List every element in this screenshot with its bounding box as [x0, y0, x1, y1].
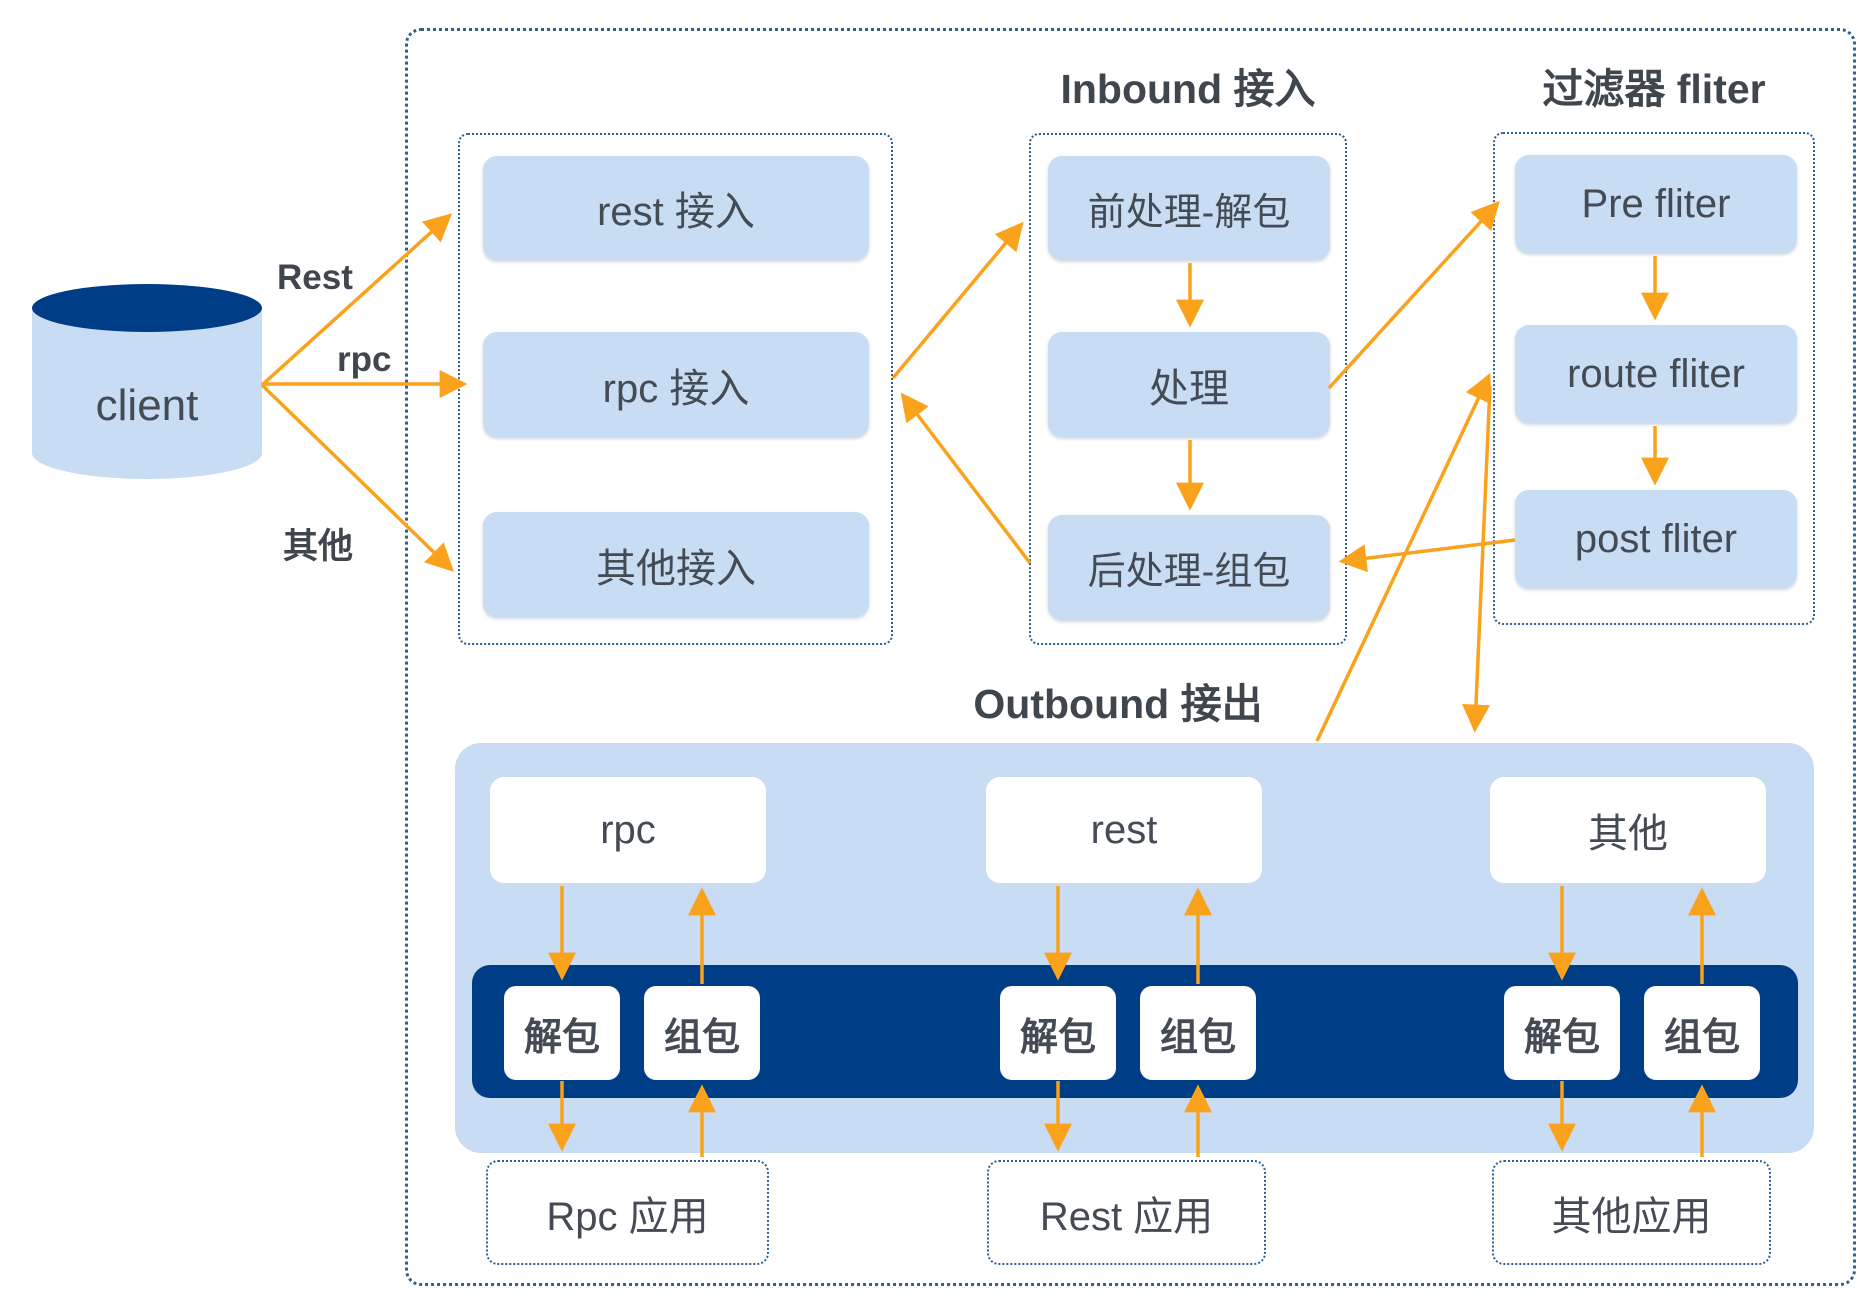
gateway-outer-container	[405, 28, 1856, 1286]
node-pre-filter: Pre fliter	[1515, 155, 1797, 253]
codec-unpack-other: 解包	[1504, 986, 1620, 1080]
app-rpc: Rpc 应用	[486, 1160, 769, 1265]
node-rpc-access: rpc 接入	[483, 332, 869, 437]
node-post-pack: 后处理-组包	[1048, 515, 1330, 620]
codec-unpack-rpc: 解包	[504, 986, 620, 1080]
cylinder-body	[32, 308, 262, 479]
app-rest: Rest 应用	[987, 1160, 1266, 1265]
edge-label-rest: Rest	[277, 258, 353, 297]
outbound-title: Outbound 接出	[973, 681, 1263, 727]
outbound-port-rest: rest	[986, 777, 1262, 883]
node-route-filter: route fliter	[1515, 325, 1797, 423]
node-process: 处理	[1048, 332, 1330, 437]
node-pre-unpack: 前处理-解包	[1048, 156, 1330, 260]
edge-label-rpc: rpc	[337, 340, 392, 379]
client-database-cylinder: client	[32, 284, 262, 479]
codec-pack-rpc: 组包	[644, 986, 760, 1080]
edge-label-other: 其他	[283, 527, 354, 566]
outbound-port-rpc: rpc	[490, 777, 766, 883]
filter-title: 过滤器 fliter	[1542, 66, 1766, 112]
node-rest-access: rest 接入	[483, 156, 869, 260]
codec-pack-other: 组包	[1644, 986, 1760, 1080]
client-label: client	[96, 381, 199, 430]
outbound-port-other: 其他	[1490, 777, 1766, 883]
node-other-access: 其他接入	[483, 512, 869, 617]
app-other: 其他应用	[1492, 1160, 1771, 1265]
codec-pack-rest: 组包	[1140, 986, 1256, 1080]
cylinder-top	[32, 284, 262, 332]
inbound-title: Inbound 接入	[1060, 66, 1316, 112]
node-post-filter: post fliter	[1515, 490, 1797, 588]
codec-unpack-rest: 解包	[1000, 986, 1116, 1080]
